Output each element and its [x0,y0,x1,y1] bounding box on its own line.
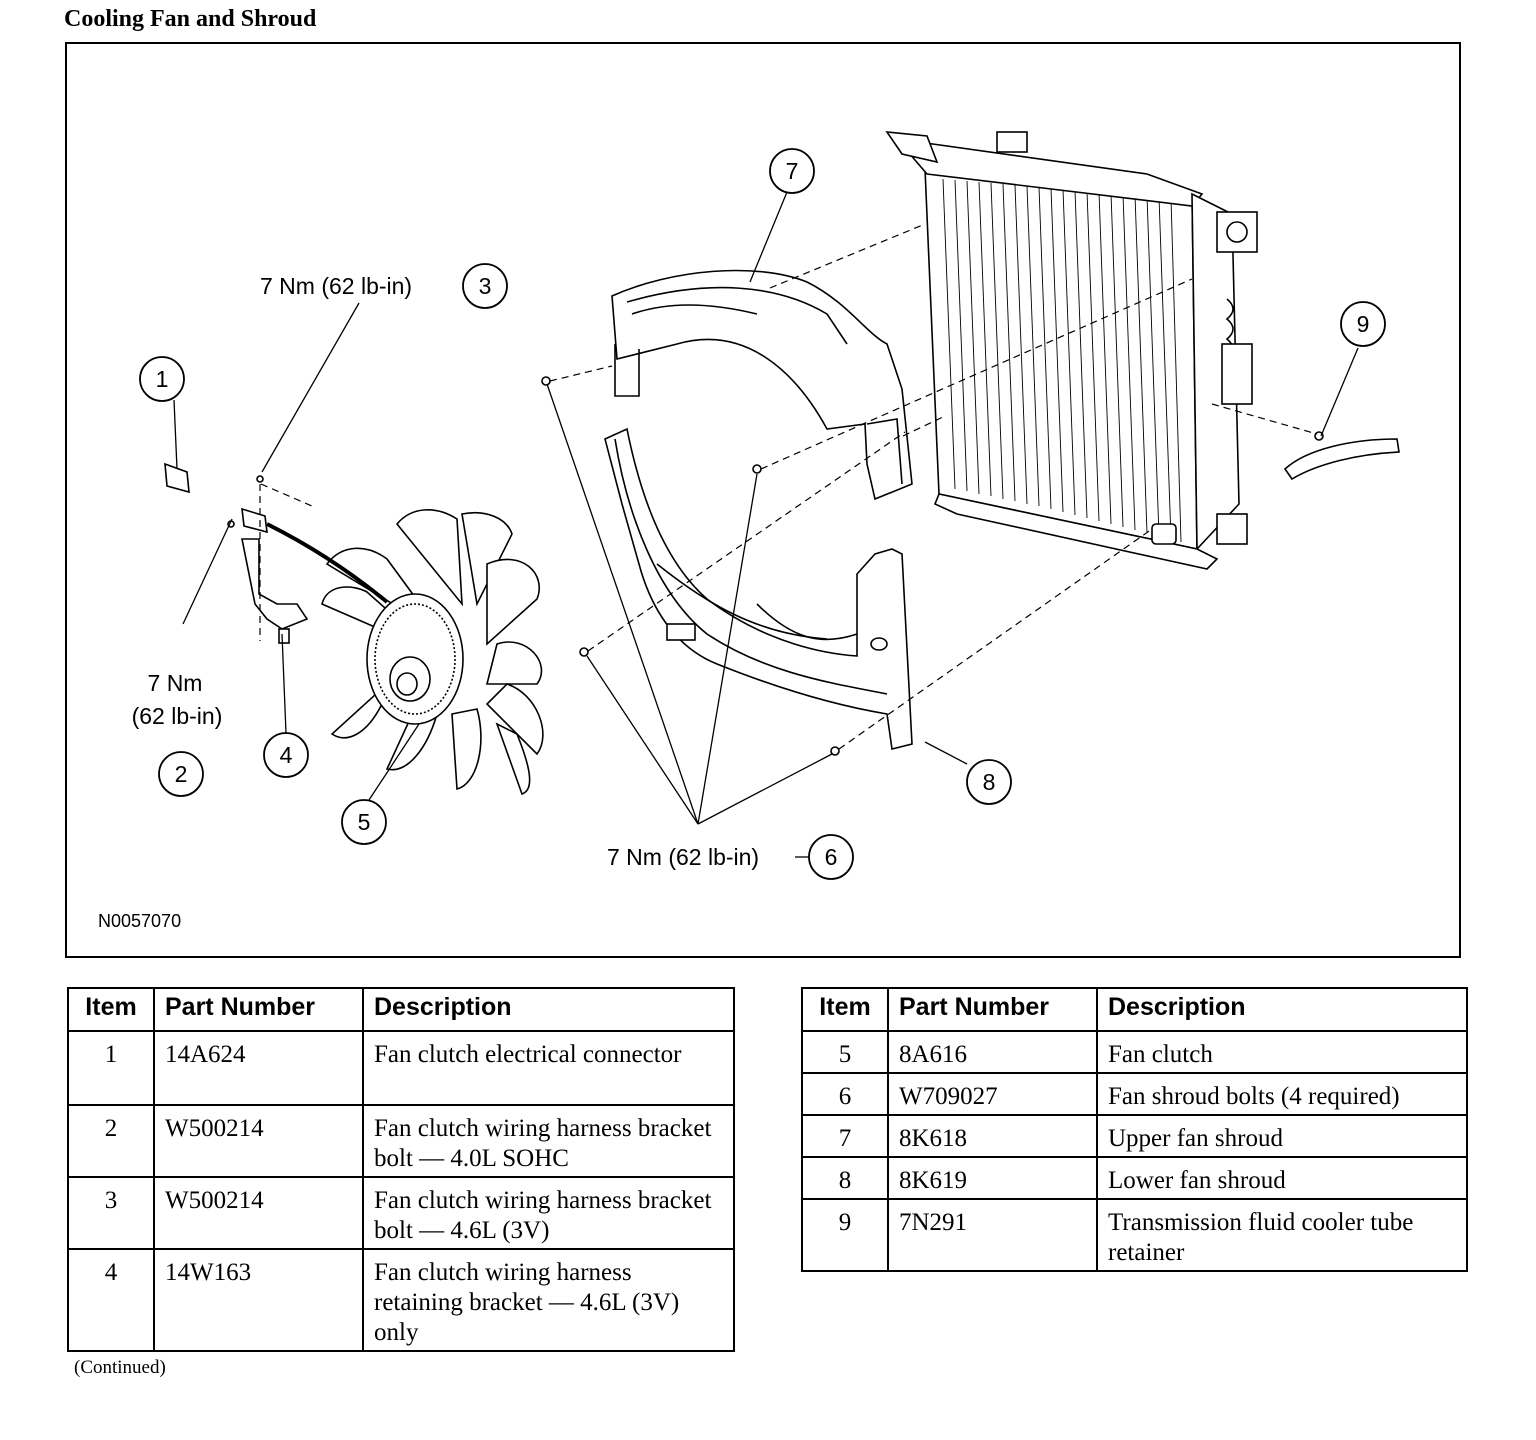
description-cell: Fan clutch wiring harness bracket bolt —… [362,1176,735,1250]
continued-note: (Continued) [74,1357,166,1378]
header-description: Description [1096,987,1468,1032]
callout-circle-9 [1340,301,1386,347]
torque-label-2-line2: (62 lb-in) [132,703,223,729]
callout-1: 1 [156,366,169,392]
item-cell: 2 [67,1104,155,1178]
leader-lines [173,191,1359,858]
header-part-number: Part Number [887,987,1098,1032]
description-cell: Transmission fluid cooler tube retainer [1096,1198,1468,1272]
fan-and-clutch [321,509,544,796]
table-row: 7 8K618 Upper fan shroud [801,1114,1468,1158]
figure-id: N0057070 [98,911,181,931]
header-description: Description [362,987,735,1032]
upper-fan-shroud [611,269,913,501]
parts-table-right: Item Part Number Description 5 8A616 Fan… [801,987,1468,1272]
part-number-cell: 8A616 [887,1030,1098,1074]
item-cell: 8 [801,1156,889,1200]
part-number-cell: W500214 [153,1104,364,1178]
page-title: Cooling Fan and Shroud [64,6,317,32]
callout-4: 4 [280,742,293,768]
part-number-cell: 8K618 [887,1114,1098,1158]
callout-3: 3 [479,273,492,299]
harness-and-bracket [164,462,389,644]
description-cell: Fan clutch [1096,1030,1468,1074]
table-row: 6 W709027 Fan shroud bolts (4 required) [801,1072,1468,1116]
callout-circle-3 [462,263,508,309]
lower-fan-shroud [604,427,913,750]
item-cell: 9 [801,1198,889,1272]
table-row: 5 8A616 Fan clutch [801,1030,1468,1074]
radiator [885,131,1258,570]
callout-8: 8 [983,769,996,795]
torque-label-3: 7 Nm (62 lb-in) [260,273,412,299]
item-cell: 1 [67,1030,155,1106]
callout-circle-1 [139,356,185,402]
table-row: 1 14A624 Fan clutch electrical connector [67,1030,735,1106]
item-cell: 6 [801,1072,889,1116]
callout-circles [139,148,1386,880]
description-cell: Lower fan shroud [1096,1156,1468,1200]
callout-6: 6 [825,844,838,870]
header-part-number: Part Number [153,987,364,1032]
callout-circle-2 [158,751,204,797]
callout-circle-4 [263,732,309,778]
table-row: 4 14W163 Fan clutch wiring harness retai… [67,1248,735,1352]
torque-label-6: 7 Nm (62 lb-in) [607,844,759,870]
diagram-canvas: 1 2 3 4 5 6 7 8 9 7 Nm (62 lb-in) 7 Nm (… [98,131,1400,931]
parts-table-left: Item Part Number Description 1 14A624 Fa… [67,987,735,1352]
shroud-bolts [541,376,840,756]
part-number-cell: W500214 [153,1176,364,1250]
header-item: Item [67,987,155,1032]
table-row: 2 W500214 Fan clutch wiring harness brac… [67,1104,735,1178]
callout-9: 9 [1357,311,1370,337]
part-number-cell: 14W163 [153,1248,364,1352]
part-number-cell: 7N291 [887,1198,1098,1272]
description-cell: Fan clutch wiring harness bracket bolt —… [362,1104,735,1178]
table-row: 3 W500214 Fan clutch wiring harness brac… [67,1176,735,1250]
tube-retainer [1283,431,1400,481]
callout-circle-6 [808,834,854,880]
table-row: 8 8K619 Lower fan shroud [801,1156,1468,1200]
description-cell: Fan clutch electrical connector [362,1030,735,1106]
table-row: 9 7N291 Transmission fluid cooler tube r… [801,1198,1468,1272]
callout-5: 5 [358,809,371,835]
item-cell: 7 [801,1114,889,1158]
part-number-cell: W709027 [887,1072,1098,1116]
part-number-cell: 14A624 [153,1030,364,1106]
alignment-lines [259,223,1318,750]
callout-7: 7 [786,158,799,184]
description-cell: Fan shroud bolts (4 required) [1096,1072,1468,1116]
callout-circle-7 [769,148,815,194]
table-header-row: Item Part Number Description [801,987,1468,1032]
item-cell: 4 [67,1248,155,1352]
callout-circle-5 [341,799,387,845]
callout-circle-8 [966,759,1012,805]
part-number-cell: 8K619 [887,1156,1098,1200]
item-cell: 3 [67,1176,155,1250]
table-header-row: Item Part Number Description [67,987,735,1032]
callout-2: 2 [175,761,188,787]
exploded-diagram: 1 2 3 4 5 6 7 8 9 7 Nm (62 lb-in) 7 Nm (… [65,42,1461,958]
description-cell: Upper fan shroud [1096,1114,1468,1158]
description-cell: Fan clutch wiring harness retaining brac… [362,1248,735,1352]
item-cell: 5 [801,1030,889,1074]
torque-label-2-line1: 7 Nm [148,670,203,696]
header-item: Item [801,987,889,1032]
